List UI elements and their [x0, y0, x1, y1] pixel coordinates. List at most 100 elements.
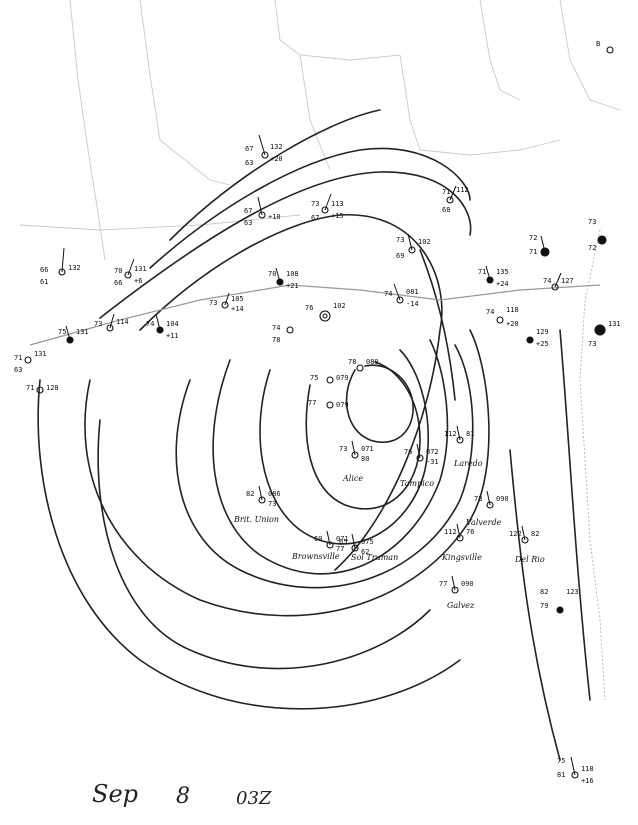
svg-text:75: 75: [310, 374, 318, 382]
station-name-label: Valverde: [466, 518, 502, 527]
svg-text:108: 108: [286, 270, 299, 278]
svg-text:114: 114: [116, 318, 129, 326]
station-observation: 112: [444, 528, 457, 536]
map-caption: Sep 8 03Z: [0, 770, 638, 820]
svg-text:73: 73: [396, 236, 404, 244]
svg-text:B: B: [596, 40, 600, 48]
svg-text:+16: +16: [581, 777, 594, 785]
svg-text:72: 72: [529, 234, 537, 242]
svg-text:-14: -14: [406, 300, 419, 308]
svg-text:73: 73: [209, 299, 217, 307]
station-observation: 81: [466, 430, 474, 438]
station-name-label: Brownsville: [291, 552, 340, 561]
svg-text:102: 102: [418, 238, 431, 246]
station-observation: 112: [444, 430, 457, 438]
svg-text:135: 135: [496, 268, 509, 276]
station-observation: 62: [361, 548, 369, 556]
station-plot: 78 080: [348, 358, 379, 372]
station-name-label: Laredo: [453, 459, 483, 468]
station-marker: [326, 541, 334, 549]
svg-text:73: 73: [94, 320, 102, 328]
wind-barb: [258, 485, 263, 501]
station-observation: 76: [404, 448, 412, 456]
station-name-label: Tampico: [400, 479, 434, 488]
svg-text:72: 72: [588, 244, 596, 252]
svg-text:123: 123: [566, 588, 579, 596]
station-marker: [451, 586, 459, 594]
svg-text:67: 67: [244, 207, 252, 215]
station-observation: 071: [336, 535, 349, 543]
station-marker: [521, 536, 529, 544]
svg-text:74: 74: [272, 324, 280, 332]
svg-text:113: 113: [331, 200, 344, 208]
svg-text:+20: +20: [270, 155, 283, 163]
station-plot: 129+25: [526, 328, 549, 348]
station-observation: 77: [336, 545, 344, 553]
svg-text:+11: +11: [166, 332, 179, 340]
station-observation: 090: [496, 495, 509, 503]
svg-text:+25: +25: [536, 340, 549, 348]
station-plot: 73 72: [588, 218, 607, 252]
station-plot: 67 63 +10: [244, 196, 281, 227]
station-marker: [456, 534, 464, 542]
wind-barb: [351, 533, 356, 549]
svg-text:131: 131: [34, 350, 47, 358]
svg-text:78: 78: [272, 336, 280, 344]
svg-text:78: 78: [348, 358, 356, 366]
svg-text:74: 74: [543, 277, 551, 285]
svg-text:73: 73: [588, 218, 596, 226]
svg-text:82: 82: [540, 588, 548, 596]
station-plot: 73 114: [94, 313, 129, 332]
svg-text:76: 76: [305, 304, 313, 312]
svg-text:131: 131: [608, 320, 621, 328]
svg-text:79: 79: [540, 602, 548, 610]
svg-text:75: 75: [58, 328, 66, 336]
station-observation: 73: [339, 445, 347, 453]
svg-text:70: 70: [114, 267, 122, 275]
svg-text:61: 61: [40, 278, 48, 286]
svg-text:080: 080: [366, 358, 379, 366]
wind-barb: [351, 440, 356, 456]
station-observation: 65: [339, 538, 347, 546]
surface-trough: [29, 284, 601, 346]
caption-month: Sep: [92, 780, 139, 808]
svg-text:74: 74: [384, 290, 392, 298]
station-name-label: Del Rio: [514, 555, 545, 564]
station-marker: [416, 454, 424, 462]
station-observation: 73: [474, 495, 482, 503]
svg-text:127: 127: [561, 277, 574, 285]
svg-text:73: 73: [311, 200, 319, 208]
caption-time: 03Z: [236, 788, 272, 809]
base-map-boundaries: [19, 0, 621, 701]
station-marker: [351, 451, 359, 459]
svg-text:68: 68: [442, 206, 450, 214]
svg-text:63: 63: [244, 219, 252, 227]
station-plot: 74 127: [543, 272, 574, 291]
svg-text:118: 118: [581, 765, 594, 773]
svg-text:66: 66: [40, 266, 48, 274]
svg-text:77: 77: [308, 399, 316, 407]
svg-text:+10: +10: [268, 213, 281, 221]
station-observation: 80: [361, 455, 369, 463]
station-observation: 77: [439, 580, 447, 588]
svg-text:66: 66: [114, 279, 122, 287]
station-name-label: Galvez: [447, 601, 475, 610]
station-plot: 74 78: [272, 324, 294, 344]
svg-text:75: 75: [557, 757, 565, 765]
station-observation: 071: [361, 445, 374, 453]
